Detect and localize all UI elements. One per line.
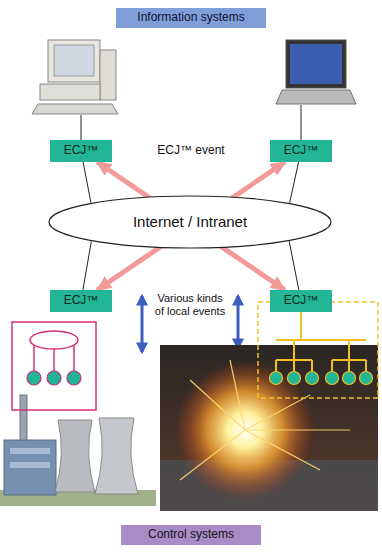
annotation: Various kinds of local events (153, 292, 227, 318)
node-text: ECJ™ (284, 144, 319, 158)
local-event-arrow (237, 296, 240, 348)
wire (81, 115, 82, 140)
node-text: ECJ™ (64, 294, 99, 308)
node-text: Internet / Intranet (133, 213, 247, 230)
node-text: Control systems (148, 528, 234, 542)
section-header: Control systems (121, 525, 261, 545)
welding-photo (160, 345, 378, 511)
link-line (290, 162, 299, 203)
wire (301, 105, 302, 140)
power-plant (0, 395, 156, 506)
label-text: Various kinds of local events (155, 292, 225, 317)
network-ellipse: Internet / Intranet (48, 195, 332, 249)
link-line (83, 162, 91, 203)
desktop-computer (32, 40, 118, 114)
section-header: Information systems (116, 8, 266, 28)
ecj-box: ECJ™ (50, 290, 112, 312)
laptop-computer (276, 40, 356, 104)
control-network (12, 322, 96, 410)
arrow-label: ECJ™ event (141, 143, 241, 157)
node-text: Information systems (137, 11, 244, 25)
local-event-arrow (141, 296, 144, 352)
link-line (83, 241, 91, 290)
ecj-box: ECJ™ (270, 290, 332, 312)
node-text: ECJ™ (284, 294, 319, 308)
ecj-box: ECJ™ (270, 140, 332, 162)
label-text: ECJ™ event (157, 143, 224, 157)
node-text: ECJ™ (64, 144, 99, 158)
ecj-box: ECJ™ (50, 140, 112, 162)
link-line (289, 241, 299, 290)
field-network (258, 302, 378, 398)
